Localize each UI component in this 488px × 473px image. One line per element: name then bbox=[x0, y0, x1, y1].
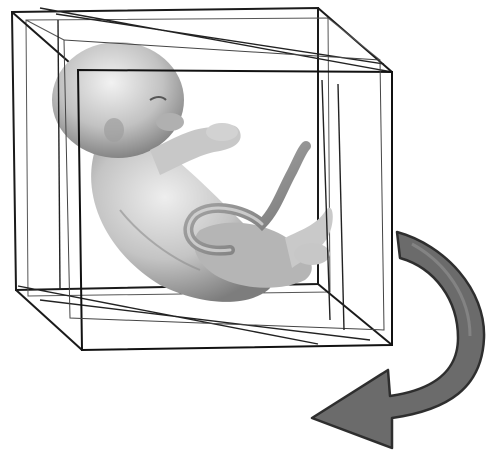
rotation-arrow-icon bbox=[312, 232, 484, 448]
